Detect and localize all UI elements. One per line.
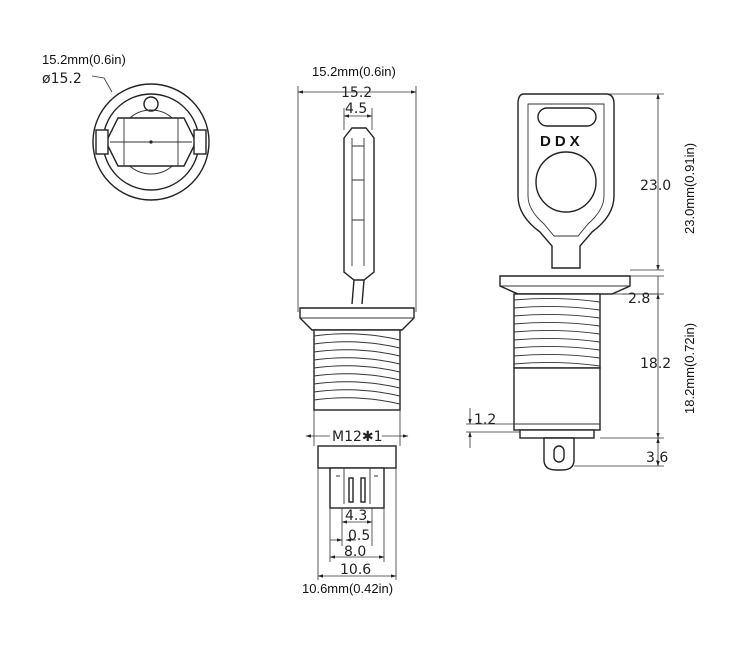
front-terminal-block [329,467,385,509]
diameter-leader [91,75,113,93]
key-slot [537,107,597,127]
side-view: DDX 23.0 23.0mm(0.91in) 2.8 18.2 18.2mm(… [466,93,697,471]
dim-text-3-6: 3.6 [646,450,668,466]
dim-text-4-5: 4.5 [345,101,367,117]
side-base-step [519,429,595,439]
outer-ring [92,83,210,201]
label-18-2: 18.2mm(0.72in) [682,323,697,414]
dim-text-2-8: 2.8 [628,291,650,307]
dim-text-0-5: 0.5 [348,528,370,544]
top-view: 15.2mm(0.6in) ø15.2 [42,52,210,201]
front-bottom-label: 10.6mm(0.42in) [302,581,393,596]
side-thread-lines [513,297,601,367]
top-diameter-label: ø15.2 [42,71,82,87]
front-width-label: 15.2mm(0.6in) [312,64,396,79]
thread-lines [313,333,401,405]
dim-text-15-2: 15.2 [341,85,372,101]
terminal-pin-left [348,477,354,503]
key-tab-right [193,129,207,155]
dim-text-10-6: 10.6 [340,562,371,578]
front-flange [299,307,415,331]
keyring-hole [143,96,159,112]
key-blade-edge [343,127,375,281]
dim-text-4-3: 4.3 [345,508,367,524]
front-view: 15.2mm(0.6in) 15.2 4.5 M12✱1 [297,64,417,596]
key-tab-left [95,129,109,155]
thread-spec-label: M12✱1 [332,429,383,445]
dim-text-18-2: 18.2 [640,356,671,372]
label-23-0: 23.0mm(0.91in) [682,143,697,234]
front-threaded-body [313,329,401,411]
side-flange [499,275,631,295]
lug-hole [553,445,565,463]
side-lower-body [513,367,601,431]
dim-text-8-0: 8.0 [344,544,366,560]
key-ring-hole [535,151,597,213]
dim-text-23-0: 23.0 [640,178,671,194]
terminal-pin-right [360,477,366,503]
key-brand-logo: DDX [540,133,584,150]
top-size-label: 15.2mm(0.6in) [42,52,126,67]
front-lower-body [317,445,397,469]
dim-text-1-2: 1.2 [474,412,496,428]
